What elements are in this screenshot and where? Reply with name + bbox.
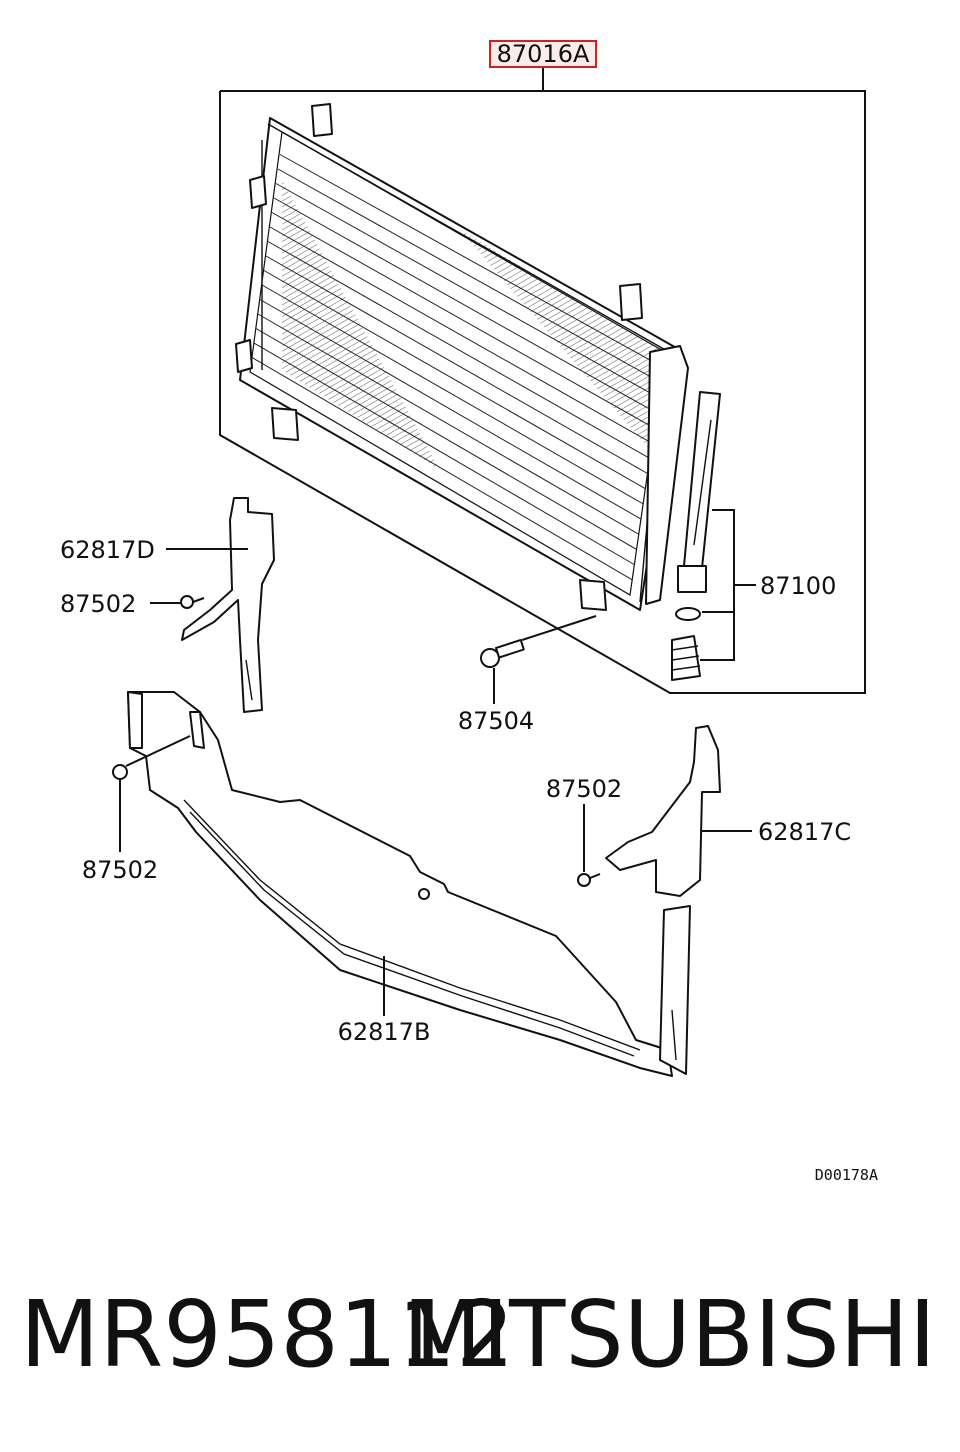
fin-row [253, 342, 635, 566]
assembly-frame [219, 67, 866, 694]
label-condenser-assembly: 87016A [497, 40, 590, 68]
fin-row [271, 212, 655, 429]
label-left-bracket: 62817C [758, 818, 851, 846]
fin-row [269, 226, 653, 444]
label-right-clip: 87502 [60, 590, 136, 618]
label-lower-shroud: 62817B [338, 1018, 431, 1046]
fin-row [279, 154, 664, 368]
fin-row [251, 357, 633, 581]
leader-lines [119, 548, 752, 1016]
highlight-box [489, 40, 597, 68]
left-bracket [605, 725, 721, 1075]
caption-brand: MITSUBISHI [403, 1281, 936, 1388]
fin-row [265, 255, 648, 474]
label-left-clip: 87502 [546, 775, 622, 803]
left-clip [577, 873, 601, 887]
fin-row [255, 328, 637, 550]
label-right-bracket: 62817D [60, 536, 155, 564]
right-bracket-clip [180, 595, 205, 609]
fin-row [277, 168, 661, 383]
fin-row [275, 183, 659, 398]
fin-row [259, 299, 642, 520]
fin-row [267, 241, 650, 459]
condenser-fins [251, 154, 664, 581]
condenser-core [235, 103, 681, 611]
label-mounting-bolt: 87504 [458, 707, 534, 735]
mounting-bolt [480, 615, 597, 704]
lower-shroud [127, 691, 673, 1077]
label-lower-left-clip: 87502 [82, 856, 158, 884]
fin-row [263, 270, 646, 490]
fin-row [261, 284, 644, 505]
right-bracket [181, 497, 275, 713]
label-receiver-kit: 87100 [760, 572, 836, 600]
caption-part-number: MR958112 [20, 1281, 515, 1388]
lower-left-clip [112, 735, 191, 780]
fin-row [257, 313, 640, 535]
receiver-leader [700, 509, 756, 661]
reference-code: D00178A [815, 1166, 878, 1184]
receiver-drier [645, 345, 721, 681]
fin-row [273, 197, 657, 414]
